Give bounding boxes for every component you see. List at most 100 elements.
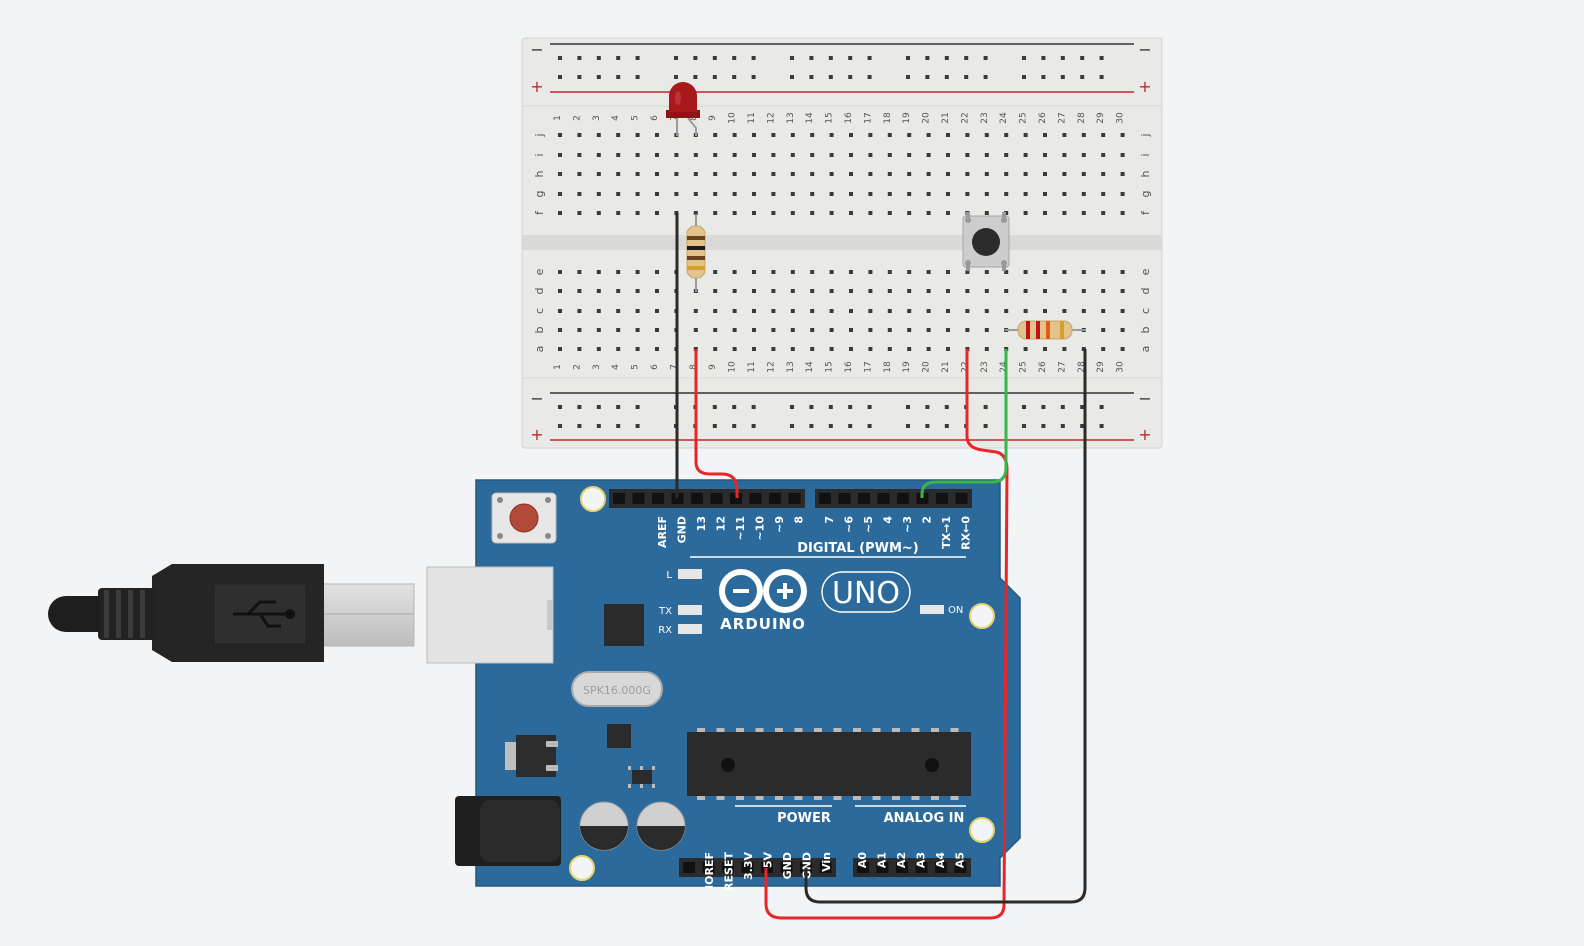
rail-hole[interactable] bbox=[983, 405, 988, 409]
breadboard-hole[interactable] bbox=[829, 192, 834, 196]
rail-hole[interactable] bbox=[925, 56, 930, 60]
breadboard-hole[interactable] bbox=[558, 270, 562, 274]
breadboard-hole[interactable] bbox=[713, 192, 718, 196]
wire-red-pin11[interactable] bbox=[694, 349, 739, 498]
rail-hole[interactable] bbox=[732, 56, 737, 60]
breadboard-hole[interactable] bbox=[674, 172, 679, 176]
breadboard-hole[interactable] bbox=[732, 172, 737, 176]
breadboard-hole[interactable] bbox=[1062, 153, 1067, 157]
rail-hole[interactable] bbox=[596, 75, 601, 79]
breadboard-hole[interactable] bbox=[1101, 192, 1106, 196]
breadboard-hole[interactable] bbox=[887, 172, 892, 176]
breadboard-hole[interactable] bbox=[829, 270, 834, 274]
rail-hole[interactable] bbox=[577, 56, 582, 60]
breadboard-hole[interactable] bbox=[946, 328, 950, 332]
breadboard-hole[interactable] bbox=[771, 172, 776, 176]
breadboard-hole[interactable] bbox=[732, 133, 737, 137]
rail-hole[interactable] bbox=[944, 75, 949, 79]
breadboard-hole[interactable] bbox=[616, 211, 621, 215]
rail-hole[interactable] bbox=[809, 56, 814, 60]
breadboard-hole[interactable] bbox=[616, 309, 621, 313]
breadboard-hole[interactable] bbox=[1062, 211, 1067, 215]
breadboard-hole[interactable] bbox=[926, 192, 931, 196]
breadboard-hole[interactable] bbox=[596, 211, 601, 215]
header-pin-socket[interactable] bbox=[819, 493, 831, 504]
breadboard-hole[interactable] bbox=[946, 133, 950, 137]
breadboard-hole[interactable] bbox=[752, 172, 756, 176]
breadboard-hole[interactable] bbox=[1101, 133, 1106, 137]
rail-hole[interactable] bbox=[828, 424, 833, 428]
breadboard-hole[interactable] bbox=[1043, 172, 1047, 176]
breadboard-hole[interactable] bbox=[732, 347, 737, 351]
breadboard-hole[interactable] bbox=[1101, 347, 1106, 351]
breadboard-hole[interactable] bbox=[790, 309, 795, 313]
breadboard-hole[interactable] bbox=[752, 347, 756, 351]
breadboard-hole[interactable] bbox=[946, 153, 950, 157]
breadboard-hole[interactable] bbox=[1043, 270, 1047, 274]
breadboard-hole[interactable] bbox=[616, 347, 621, 351]
breadboard-hole[interactable] bbox=[984, 270, 989, 274]
breadboard-hole[interactable] bbox=[1004, 133, 1009, 137]
rail-hole[interactable] bbox=[790, 424, 794, 428]
header-pin-socket[interactable] bbox=[702, 862, 715, 873]
rail-hole[interactable] bbox=[596, 405, 601, 409]
rail-hole[interactable] bbox=[577, 75, 582, 79]
breadboard-hole[interactable] bbox=[635, 347, 640, 351]
breadboard-hole[interactable] bbox=[1023, 289, 1028, 293]
breadboard-hole[interactable] bbox=[616, 153, 621, 157]
breadboard-hole[interactable] bbox=[849, 289, 853, 293]
breadboard[interactable]: − − + + − − + + 112233445566778899101011… bbox=[521, 37, 1163, 449]
breadboard-hole[interactable] bbox=[1043, 133, 1047, 137]
breadboard-hole[interactable] bbox=[868, 133, 873, 137]
rail-hole[interactable] bbox=[828, 56, 833, 60]
breadboard-hole[interactable] bbox=[868, 347, 873, 351]
rail-hole[interactable] bbox=[1041, 75, 1046, 79]
rail-hole[interactable] bbox=[983, 424, 988, 428]
header-pin-socket[interactable] bbox=[613, 493, 625, 504]
breadboard-hole[interactable] bbox=[1120, 309, 1125, 313]
breadboard-hole[interactable] bbox=[1081, 309, 1086, 313]
breadboard-hole[interactable] bbox=[790, 172, 795, 176]
breadboard-hole[interactable] bbox=[868, 270, 873, 274]
breadboard-hole[interactable] bbox=[1081, 192, 1086, 196]
breadboard-hole[interactable] bbox=[655, 172, 659, 176]
breadboard-hole[interactable] bbox=[558, 192, 562, 196]
breadboard-hole[interactable] bbox=[790, 270, 795, 274]
rail-hole[interactable] bbox=[712, 75, 717, 79]
breadboard-hole[interactable] bbox=[771, 328, 776, 332]
breadboard-hole[interactable] bbox=[868, 172, 873, 176]
breadboard-hole[interactable] bbox=[984, 153, 989, 157]
breadboard-hole[interactable] bbox=[965, 133, 970, 137]
rail-hole[interactable] bbox=[790, 56, 794, 60]
rail-hole[interactable] bbox=[558, 424, 562, 428]
rail-hole[interactable] bbox=[944, 56, 949, 60]
rail-hole[interactable] bbox=[925, 424, 930, 428]
breadboard-hole[interactable] bbox=[752, 289, 756, 293]
breadboard-hole[interactable] bbox=[771, 309, 776, 313]
breadboard-hole[interactable] bbox=[926, 328, 931, 332]
breadboard-hole[interactable] bbox=[558, 289, 562, 293]
header-pin-socket[interactable] bbox=[857, 862, 869, 873]
breadboard-hole[interactable] bbox=[616, 289, 621, 293]
breadboard-hole[interactable] bbox=[1062, 270, 1067, 274]
breadboard-hole[interactable] bbox=[655, 153, 659, 157]
header-pin-socket[interactable] bbox=[761, 862, 773, 873]
breadboard-hole[interactable] bbox=[655, 133, 659, 137]
breadboard-hole[interactable] bbox=[926, 133, 931, 137]
breadboard-hole[interactable] bbox=[1081, 172, 1086, 176]
rail-hole[interactable] bbox=[867, 405, 872, 409]
rail-hole[interactable] bbox=[848, 424, 853, 428]
breadboard-hole[interactable] bbox=[887, 289, 892, 293]
rail-hole[interactable] bbox=[906, 405, 910, 409]
breadboard-hole[interactable] bbox=[655, 192, 659, 196]
breadboard-hole[interactable] bbox=[1120, 211, 1125, 215]
breadboard-hole[interactable] bbox=[1101, 270, 1106, 274]
breadboard-hole[interactable] bbox=[655, 347, 659, 351]
breadboard-hole[interactable] bbox=[907, 211, 912, 215]
breadboard-hole[interactable] bbox=[1023, 192, 1028, 196]
rail-hole[interactable] bbox=[944, 424, 949, 428]
breadboard-hole[interactable] bbox=[732, 309, 737, 313]
breadboard-hole[interactable] bbox=[732, 328, 737, 332]
header-pin-socket[interactable] bbox=[741, 862, 754, 873]
rail-hole[interactable] bbox=[577, 405, 582, 409]
